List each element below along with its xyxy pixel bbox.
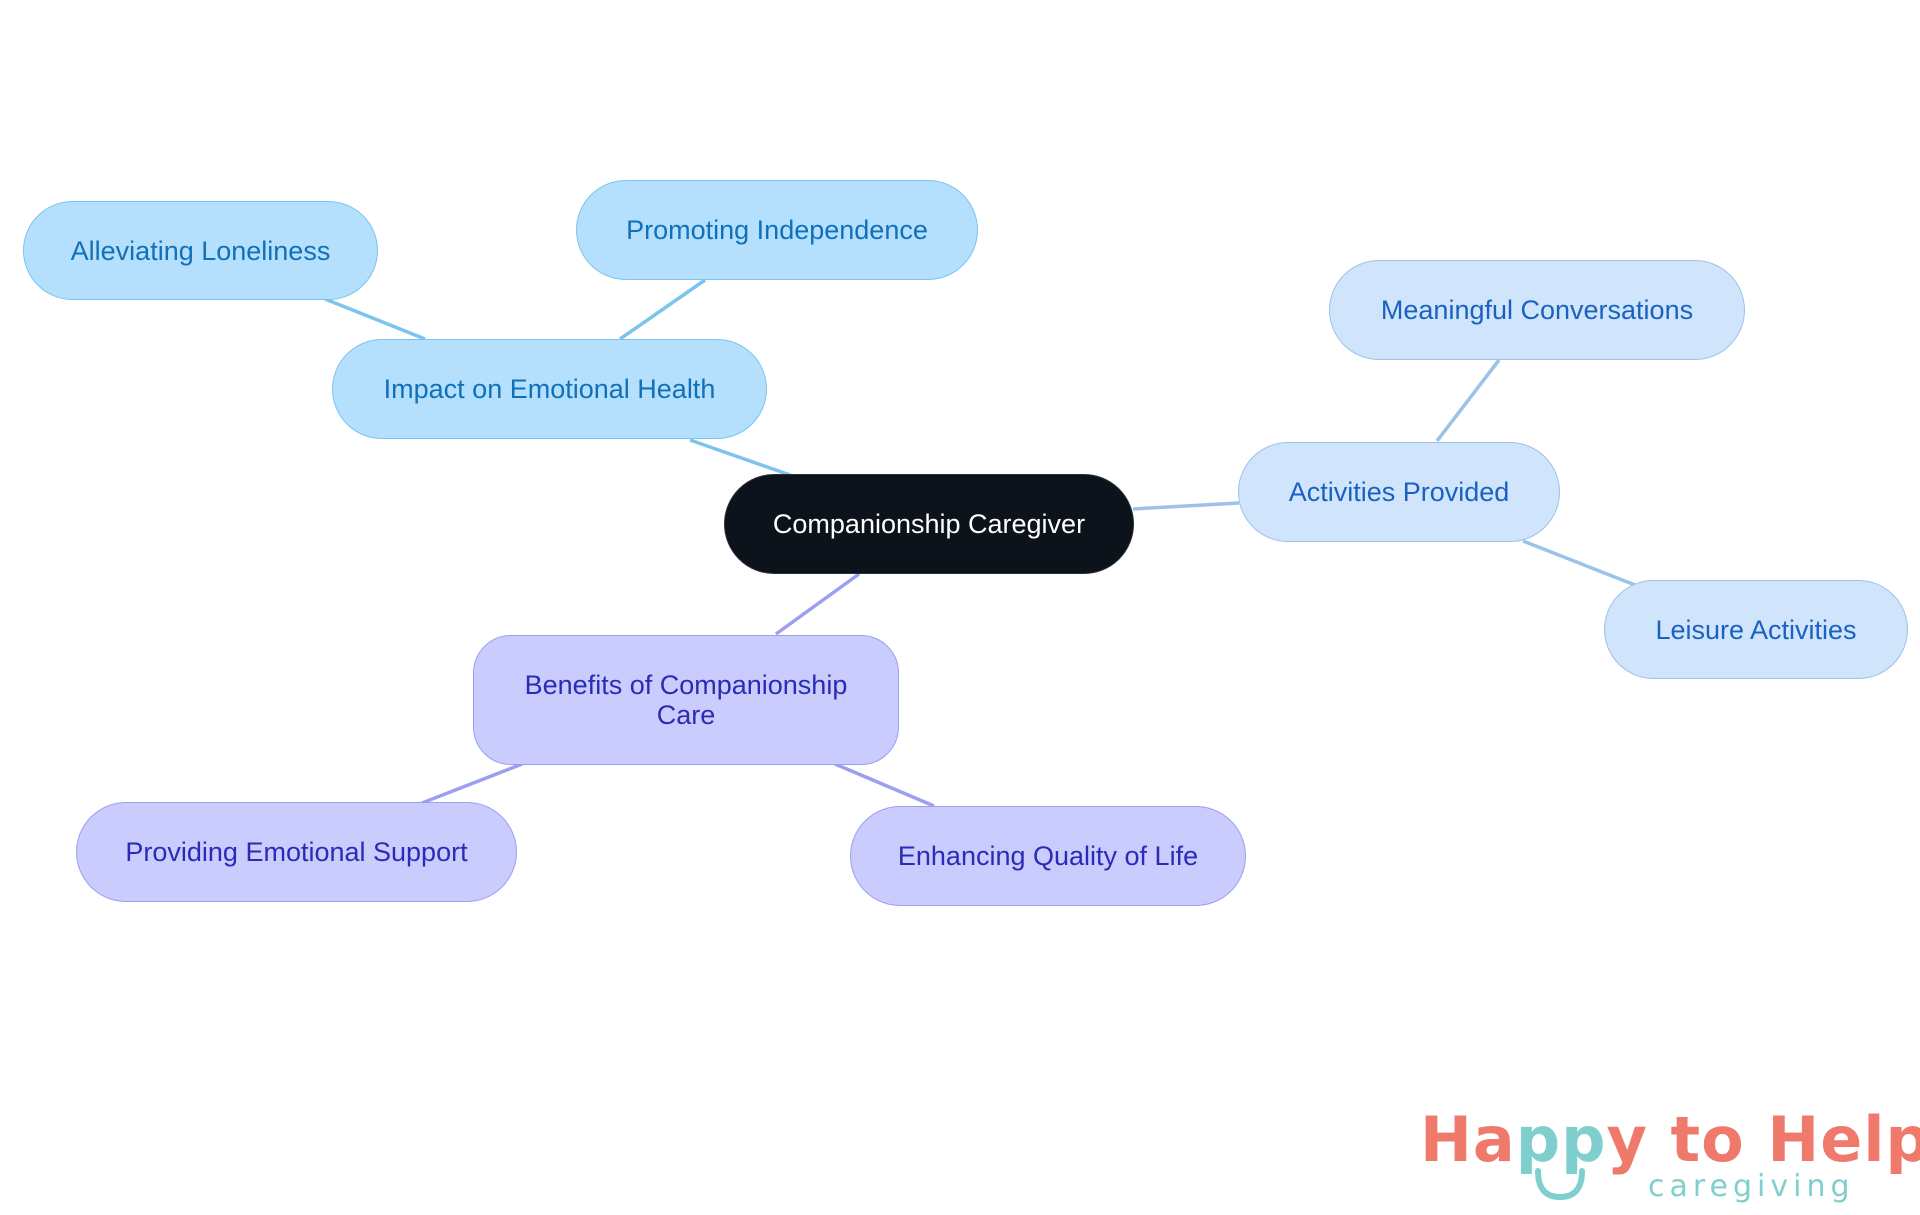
root-node-label: Companionship Caregiver — [772, 509, 1086, 539]
leaf-node-providing-emotional-support[interactable]: Providing Emotional Support — [76, 802, 517, 902]
edge-benefits-quality — [834, 762, 935, 808]
leaf-node-alleviating-loneliness[interactable]: Alleviating Loneliness — [23, 201, 378, 300]
branch-node-activities-provided[interactable]: Activities Provided — [1238, 442, 1560, 542]
leaf-node-label: Providing Emotional Support — [125, 837, 468, 867]
branch-node-benefits-of-companionship-care[interactable]: Benefits of Companionship Care — [473, 635, 899, 765]
branch-node-impact-on-emotional-health[interactable]: Impact on Emotional Health — [332, 339, 767, 439]
logo-wordmark: Happy to Help — [1420, 1103, 1920, 1176]
leaf-node-enhancing-quality-of-life[interactable]: Enhancing Quality of Life — [850, 806, 1246, 906]
edge-benefits-support — [421, 762, 523, 805]
edge-impact-independence — [619, 278, 706, 341]
branch-node-label: Activities Provided — [1288, 477, 1510, 507]
edge-activities-conversations — [1435, 358, 1501, 443]
leaf-node-label: Alleviating Loneliness — [70, 235, 331, 266]
leaf-node-meaningful-conversations[interactable]: Meaningful Conversations — [1329, 260, 1745, 360]
edge-impact-loneliness — [324, 297, 426, 341]
edge-root-benefits — [774, 572, 861, 636]
branch-node-label: Benefits of Companionship Care — [524, 670, 848, 730]
branch-node-label: Impact on Emotional Health — [383, 374, 716, 404]
edge-root-activities — [1132, 501, 1240, 511]
leaf-node-label: Meaningful Conversations — [1380, 295, 1694, 325]
leaf-node-leisure-activities[interactable]: Leisure Activities — [1604, 580, 1908, 679]
leaf-node-label: Enhancing Quality of Life — [897, 841, 1199, 871]
leaf-node-label: Promoting Independence — [626, 215, 928, 245]
smile-icon — [1535, 1168, 1585, 1201]
happy-to-help-logo: Happy to Help caregiving — [1420, 1105, 1920, 1215]
edge-activities-leisure — [1522, 539, 1636, 587]
leaf-node-promoting-independence[interactable]: Promoting Independence — [576, 180, 978, 280]
edge-root-impact — [689, 438, 791, 477]
leaf-node-label: Leisure Activities — [1655, 614, 1857, 645]
root-node[interactable]: Companionship Caregiver — [724, 474, 1134, 574]
logo-tagline: caregiving — [1648, 1169, 1855, 1204]
